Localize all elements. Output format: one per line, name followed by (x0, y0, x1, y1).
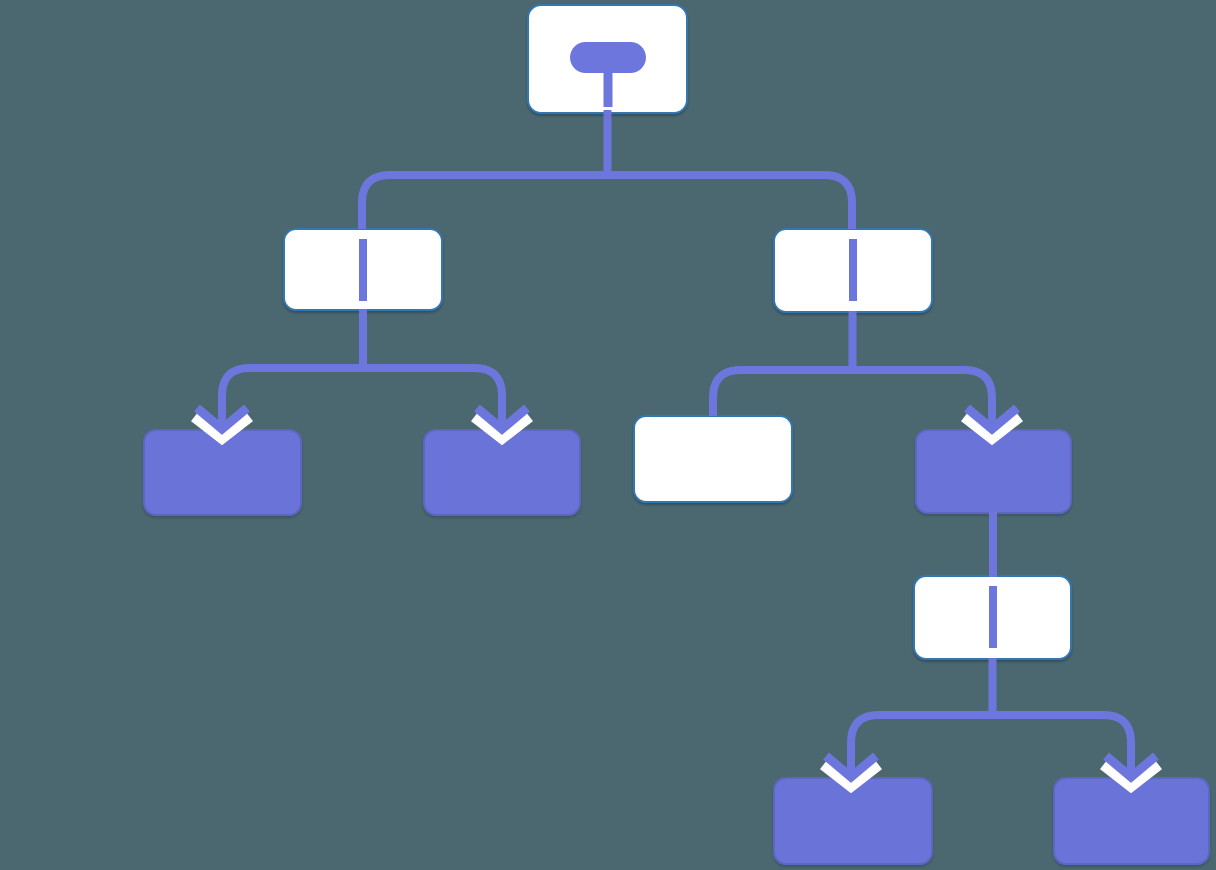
node-child-solid[interactable] (915, 429, 1072, 514)
node-branch-left[interactable] (283, 228, 443, 311)
root-pill-stem (603, 70, 612, 107)
node-leaf-4[interactable] (1053, 777, 1210, 865)
line-placeholder (988, 586, 997, 648)
connector-branchright-to-children (709, 311, 996, 430)
node-leaf-2[interactable] (423, 429, 581, 516)
line-placeholder (849, 239, 857, 301)
node-branch-right[interactable] (773, 228, 933, 313)
root-pill-icon (569, 42, 646, 73)
connector-branchleft-to-leaves (218, 309, 506, 430)
line-placeholder (359, 239, 367, 301)
node-leaf-1[interactable] (143, 429, 302, 516)
node-sub-branch[interactable] (913, 575, 1072, 660)
node-child-empty[interactable] (633, 415, 793, 503)
connector-root-to-branches (358, 110, 856, 229)
node-leaf-3[interactable] (773, 777, 933, 865)
connector-subbranch-to-leaves (847, 658, 1135, 778)
node-root[interactable] (527, 4, 688, 114)
